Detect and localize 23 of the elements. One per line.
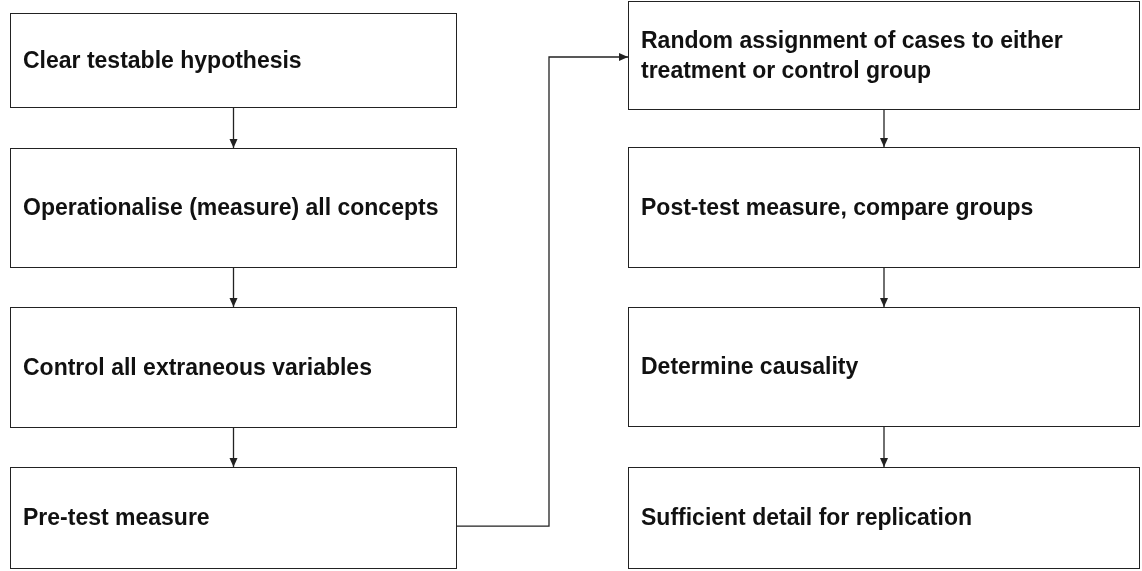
- arrow: [880, 267, 888, 308]
- step-text: Operationalise (measure) all concepts: [23, 193, 439, 223]
- step-text: Sufficient detail for replication: [641, 503, 972, 533]
- process-box: [10, 13, 457, 108]
- arrow: [880, 426, 888, 468]
- process-box: [628, 1, 1140, 110]
- process-box: [10, 467, 457, 569]
- process-box: [10, 307, 457, 428]
- step-text: Random assignment of cases to either treatment or control group: [641, 25, 1064, 85]
- process-box: [628, 467, 1140, 569]
- arrow: [456, 53, 629, 527]
- step-text: Post-test measure, compare groups: [641, 192, 1034, 222]
- process-box: [10, 148, 457, 268]
- step-text: Determine causality: [641, 352, 859, 382]
- arrow: [229, 267, 238, 308]
- arrow: [229, 427, 238, 468]
- arrow: [880, 109, 888, 148]
- process-box: [628, 147, 1140, 268]
- step-text: Clear testable hypothesis: [23, 45, 302, 75]
- step-text: Control all extraneous variables: [23, 352, 372, 382]
- arrow: [229, 107, 238, 149]
- step-text: Pre-test measure: [23, 503, 210, 533]
- process-box: [628, 307, 1140, 427]
